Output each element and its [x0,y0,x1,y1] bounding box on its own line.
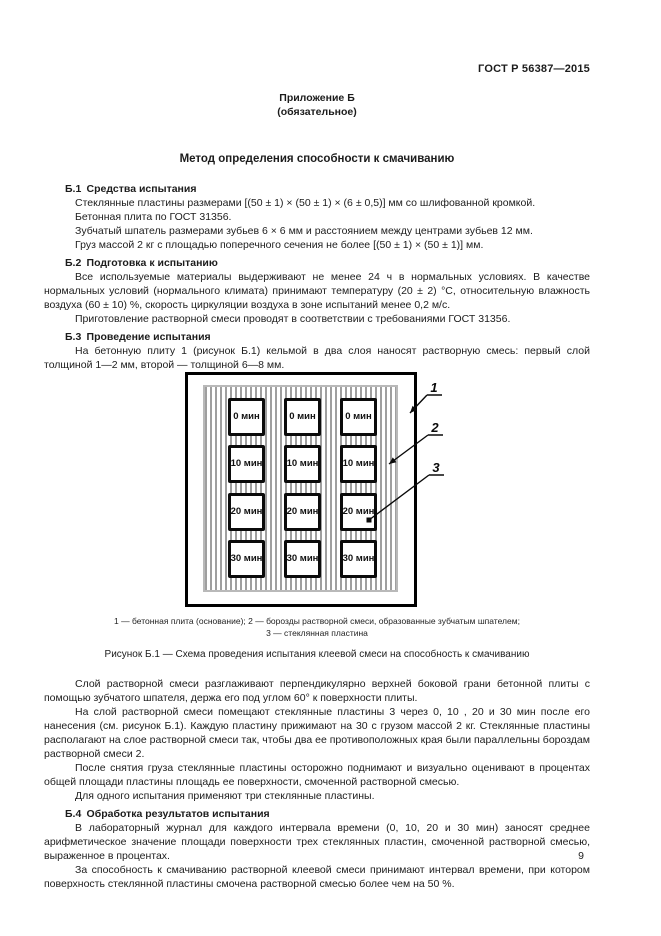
figure-b1: 0 мин 0 мин 0 мин 10 мин 10 мин 10 мин 2… [44,372,590,609]
glass-plate-label: 0 мин [345,411,372,423]
appendix-status: (обязательное) [277,106,357,118]
callout-leaders: 1 2 3 [366,380,444,523]
paragraph: Все используемые материалы выдерживают н… [44,271,590,311]
paragraph: Слой растворной смеси разглаживают перпе… [44,678,590,704]
glass-plate: 0 мин [228,398,265,436]
glass-plate-label: 10 мин [342,458,375,470]
glass-plate-label: 20 мин [230,506,263,518]
glass-plate: 30 мин [228,540,265,578]
callout-3: 3 [366,460,444,523]
section-b3-heading: Б.3 Проведение испытания [65,331,211,343]
page-title: Метод определения способности к смачиван… [179,153,455,165]
section-b4-heading: Б.4 Обработка результатов испытания [65,808,270,820]
callout-3-number: 3 [432,460,440,475]
concrete-plate: 0 мин 0 мин 0 мин 10 мин 10 мин 10 мин 2… [185,372,417,607]
glass-plate-label: 20 мин [286,506,319,518]
figure-caption-line2: 3 — стеклянная пластина [266,627,368,638]
glass-plate: 10 мин [228,445,265,483]
glass-plate-label: 10 мин [286,458,319,470]
paragraph: После снятия груза стеклянные пластины о… [44,762,590,788]
callout-2-leader-line [388,434,443,465]
glass-plate: 0 мин [340,398,377,436]
callout-3-leader-line [368,474,444,521]
glass-plate: 10 мин [340,445,377,483]
glass-plate: 10 мин [284,445,321,483]
section-b1-heading: Б.1 Средства испытания [65,183,197,195]
paragraph: Приготовление растворной смеси проводят … [75,313,511,325]
callout-2: 2 [388,420,443,465]
figure-caption: 1 — бетонная плита (основание); 2 — боро… [44,616,590,639]
glass-plate-label: 20 мин [342,506,375,518]
paragraph: Для одного испытания применяют три стекл… [75,790,375,802]
glass-plate: 20 мин [340,493,377,531]
callout-2-number: 2 [430,420,439,435]
callout-1: 1 [409,380,442,414]
callout-3-end-dot [366,517,372,523]
paragraph: Груз массой 2 кг с площадью поперечного … [75,239,484,251]
glass-plate: 20 мин [284,493,321,531]
glass-plate-label: 30 мин [230,553,263,565]
callout-2-arrowhead [389,457,397,464]
paragraph: За способность к смачиванию растворной к… [44,864,590,890]
callout-1-arrowhead [410,405,417,413]
page-number: 9 [578,850,584,862]
paragraph: Бетонная плита по ГОСТ 31356. [75,211,232,223]
doc-code-header: ГОСТ Р 56387—2015 [478,63,590,75]
paragraph: На слой растворной смеси помещают стекля… [44,706,590,760]
callout-1-number: 1 [430,380,437,395]
glass-plate: 30 мин [284,540,321,578]
figure-caption-line1: 1 — бетонная плита (основание); 2 — боро… [114,616,520,626]
section-b2-heading: Б.2 Подготовка к испытанию [65,257,218,269]
appendix-label: Приложение Б [279,92,355,104]
glass-plate-label: 0 мин [289,411,316,423]
paragraph: На бетонную плиту 1 (рисунок Б.1) кельмо… [44,345,590,371]
paragraph: В лабораторный журнал для каждого интерв… [44,822,590,862]
paragraph: Зубчатый шпатель размерами зубьев 6 × 6 … [75,225,533,237]
glass-plate: 20 мин [228,493,265,531]
glass-plate-label: 0 мин [233,411,260,423]
paragraph: Стеклянные пластины размерами [(50 ± 1) … [75,197,536,209]
figure-name: Рисунок Б.1 — Схема проведения испытания… [104,649,530,660]
glass-plate-label: 10 мин [230,458,263,470]
page-content: ГОСТ Р 56387—2015 Приложение Б (обязател… [44,0,590,891]
glass-plate: 0 мин [284,398,321,436]
glass-plate-label: 30 мин [342,553,375,565]
glass-plate: 30 мин [340,540,377,578]
glass-plate-label: 30 мин [286,553,319,565]
